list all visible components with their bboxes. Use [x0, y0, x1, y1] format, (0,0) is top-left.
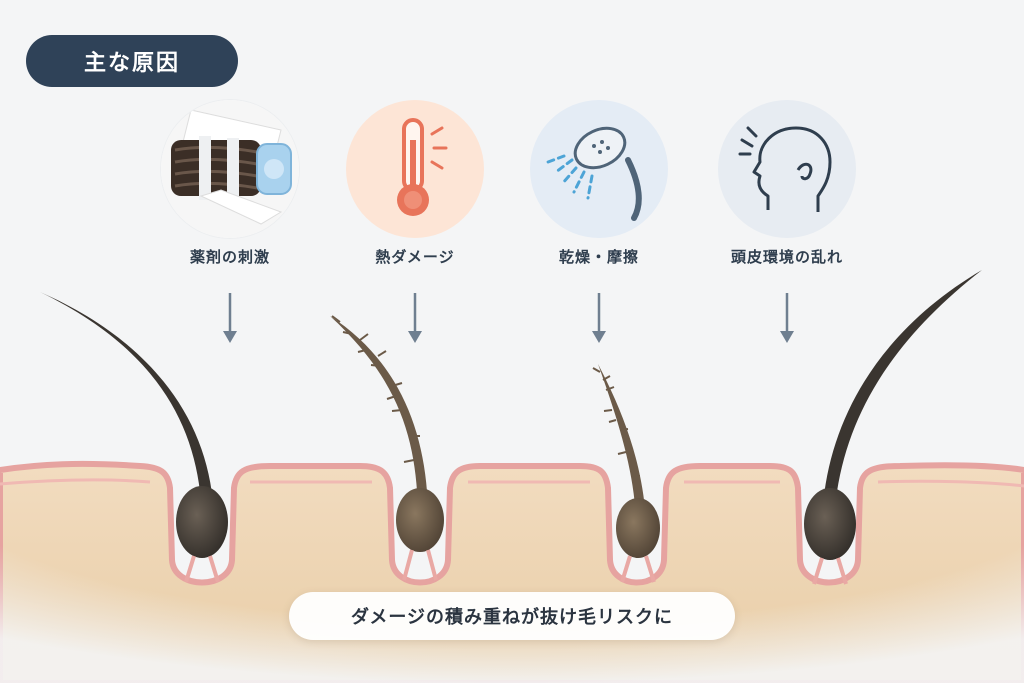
- cause-label: 薬剤の刺激: [189, 248, 270, 266]
- hair-bulb: [176, 486, 228, 558]
- cause-scalp-environment: 頭皮環境の乱れ: [712, 100, 862, 349]
- thermometer-icon: [397, 118, 448, 216]
- hair-bulb: [616, 498, 660, 558]
- cause-illustration: [346, 100, 484, 238]
- hair-bulb: [396, 488, 444, 552]
- section-title: 主な原因: [83, 51, 180, 76]
- arrow-down-icon: [780, 293, 794, 343]
- arrow-down-icon: [223, 293, 237, 343]
- hair-damaged-2: [598, 364, 646, 520]
- cause-dryness-friction: 乾燥・摩擦: [524, 100, 674, 349]
- cause-illustration: [530, 100, 668, 238]
- cause-illustration: [161, 100, 299, 238]
- hair-healthy-left: [40, 292, 214, 520]
- summary-text: ダメージの積み重ねが抜け毛リスクに: [350, 607, 674, 628]
- cause-label: 乾燥・摩擦: [558, 248, 639, 266]
- cause-illustration: [718, 100, 856, 238]
- summary-caption: ダメージの積み重ねが抜け毛リスクに: [289, 592, 735, 640]
- section-title-badge: 主な原因: [26, 35, 238, 87]
- cause-label: 頭皮環境の乱れ: [730, 248, 843, 266]
- cause-label: 熱ダメージ: [375, 248, 455, 266]
- shower-head-icon: [546, 126, 642, 221]
- head-profile-icon: [738, 126, 832, 212]
- arrow-down-icon: [592, 293, 606, 343]
- cause-heat: 熱ダメージ: [340, 100, 490, 349]
- cause-chemical: 薬剤の刺激: [155, 100, 305, 349]
- arrow-down-icon: [408, 293, 422, 343]
- perm-rod-icon: [161, 100, 299, 238]
- hair-bulb: [804, 488, 856, 560]
